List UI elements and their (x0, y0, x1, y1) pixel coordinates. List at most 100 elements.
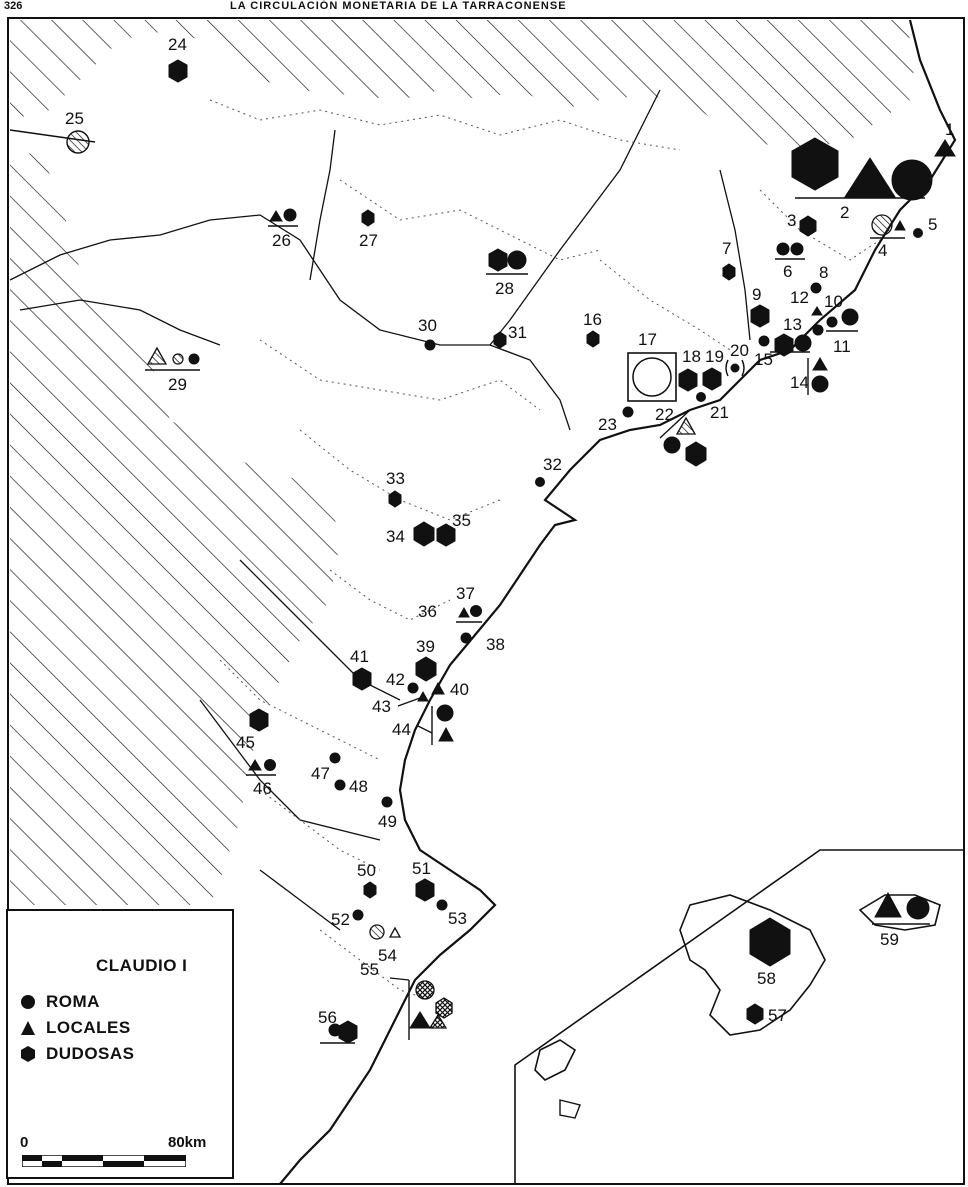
site-label: 15 (754, 350, 773, 369)
hexagon-icon (685, 441, 707, 467)
site-label: 21 (710, 403, 729, 422)
circle-icon (424, 339, 436, 351)
circle-icon (776, 242, 790, 256)
triangle-icon (934, 139, 956, 157)
hexagon-icon (488, 248, 508, 272)
triangle-hatched-icon (675, 416, 697, 435)
site-label: 13 (783, 315, 802, 334)
site-label: 5 (928, 215, 937, 234)
triangle-icon (438, 726, 454, 742)
circle-icon (841, 308, 859, 326)
site-label: 24 (168, 35, 187, 54)
site-label: 11 (833, 337, 851, 356)
site-label: 20 (730, 341, 749, 360)
triangle-icon (844, 157, 896, 198)
site-label: 53 (448, 909, 467, 928)
legend-label: DUDOSAS (46, 1044, 135, 1063)
hatched-area-north (10, 20, 915, 150)
site-label: 9 (752, 285, 761, 304)
site-label: 2 (840, 203, 849, 222)
site-label: 3 (787, 211, 796, 230)
hexagon-icon (746, 1003, 764, 1025)
circle-icon (812, 324, 824, 336)
circle-icon (264, 759, 276, 771)
site-label: 58 (757, 969, 776, 988)
triangle-icon (812, 357, 828, 371)
site-label: 47 (311, 764, 330, 783)
circle-hatched-icon (172, 353, 184, 365)
site-label: 26 (272, 231, 291, 250)
site-label: 14 (790, 373, 809, 392)
coastline (279, 19, 957, 1185)
triangle-icon (417, 690, 429, 702)
page-number: 326 (4, 0, 23, 12)
site-label: 54 (378, 946, 397, 965)
hexagon-icon (413, 521, 435, 547)
map-frame (7, 17, 965, 1185)
circle-icon (188, 353, 200, 365)
hexagon-crosshatched-icon (435, 997, 453, 1019)
hexagon-icon (352, 667, 372, 691)
circle-icon (790, 242, 804, 256)
circle-icon (381, 796, 393, 808)
circle-icon (21, 995, 35, 1009)
site-label: 36 (418, 602, 437, 621)
legend-label: LOCALES (46, 1018, 131, 1037)
running-title: LA CIRCULACIÓN MONETARIA DE LA TARRACONE… (230, 0, 567, 12)
site-label: 1 (945, 120, 954, 139)
site-label: 6 (783, 262, 792, 281)
circle-icon (329, 752, 341, 764)
hexagon-icon (338, 1020, 358, 1044)
site-label: 32 (543, 455, 562, 474)
circle-icon (507, 250, 527, 270)
hexagon-icon (415, 878, 435, 902)
triangle-icon (409, 1011, 431, 1029)
site-label: 17 (638, 330, 657, 349)
triangle-icon (269, 210, 283, 222)
legend: CLAUDIO I ROMA LOCALES DUDOSAS 0 80km (6, 909, 234, 1179)
hexagon-icon (586, 330, 600, 348)
relief-dotted-lines (209, 99, 881, 1001)
hexagon-icon (750, 304, 770, 328)
circle-icon (535, 477, 545, 487)
circle-icon (622, 406, 634, 418)
circle-icon (696, 392, 706, 402)
site-label: 56 (318, 1008, 337, 1027)
site-label: 33 (386, 469, 405, 488)
menorca-outline (858, 894, 941, 931)
triangle-icon (458, 606, 470, 618)
site-label: 18 (682, 347, 701, 366)
circle-icon (334, 779, 346, 791)
page-header: 326 LA CIRCULACIÓN MONETARIA DE LA TARRA… (0, 0, 968, 16)
site-label: 59 (880, 930, 899, 949)
hexagon-icon (749, 917, 791, 967)
site-label: 43 (372, 697, 391, 716)
legend-item-locales: LOCALES (20, 1017, 131, 1039)
hexagon-icon (21, 1046, 35, 1062)
triangle-icon (431, 681, 445, 695)
site-label: 41 (350, 647, 369, 666)
circle-icon (470, 605, 482, 617)
site-label: 29 (168, 375, 187, 394)
circle-icon (663, 436, 681, 454)
site-label: 44 (392, 720, 411, 739)
legend-item-roma: ROMA (20, 991, 100, 1013)
hexagon-icon (791, 137, 839, 191)
site-label: 37 (456, 584, 475, 603)
legend-label: ROMA (46, 992, 100, 1011)
circle-icon (352, 909, 364, 921)
triangle-icon (248, 759, 262, 771)
balearic-inset-frame (514, 849, 964, 1184)
circle-hatched-icon (369, 924, 385, 940)
circle-icon (794, 334, 812, 352)
hexagon-icon (678, 368, 698, 392)
triangle-icon (811, 306, 823, 316)
site-symbols (9, 59, 956, 1044)
scale-start: 0 (20, 1134, 29, 1151)
site-label: 25 (65, 109, 84, 128)
circle-icon (436, 899, 448, 911)
site-label: 38 (486, 635, 505, 654)
legend-item-dudosas: DUDOSAS (20, 1043, 135, 1065)
site-label: 39 (416, 637, 435, 656)
